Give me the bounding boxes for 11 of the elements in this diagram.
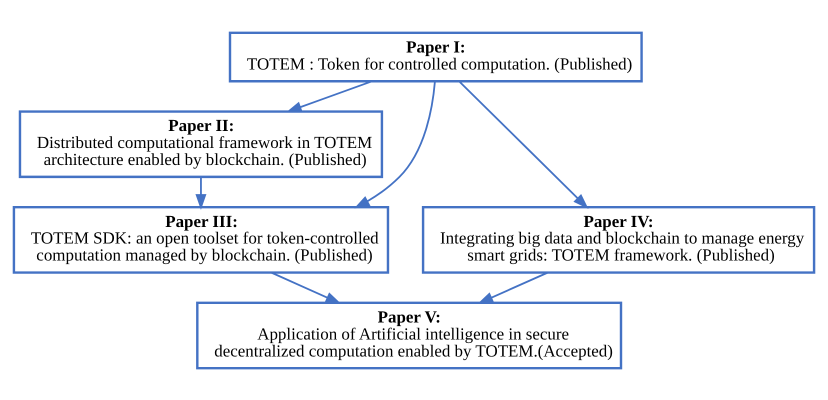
node-box: Paper II: Distributed computational framework in TOTEM architecture enabled by blockchain. (Published) <box>18 110 384 178</box>
arrow <box>271 271 342 304</box>
node-box: Paper V: Application of Artificial intelligence in secure decentralized computation enabled by TOTEM.(Accepted) <box>196 301 622 369</box>
arrow <box>354 81 436 208</box>
arrow <box>195 176 206 210</box>
arrow <box>477 271 548 304</box>
arrow <box>286 80 372 112</box>
node-box: Paper III: TOTEM SDK: an open toolset for token-controlled computation managed by blockchain. (Published) <box>12 205 390 274</box>
node-box: Paper IV: Integrating big data and blockchain to manage energy smart grids: TOTEM framework. (Published) <box>422 205 816 274</box>
arrow <box>458 80 588 208</box>
node-box: Paper I: TOTEM : Token for controlled computation. (Published) <box>228 31 643 82</box>
